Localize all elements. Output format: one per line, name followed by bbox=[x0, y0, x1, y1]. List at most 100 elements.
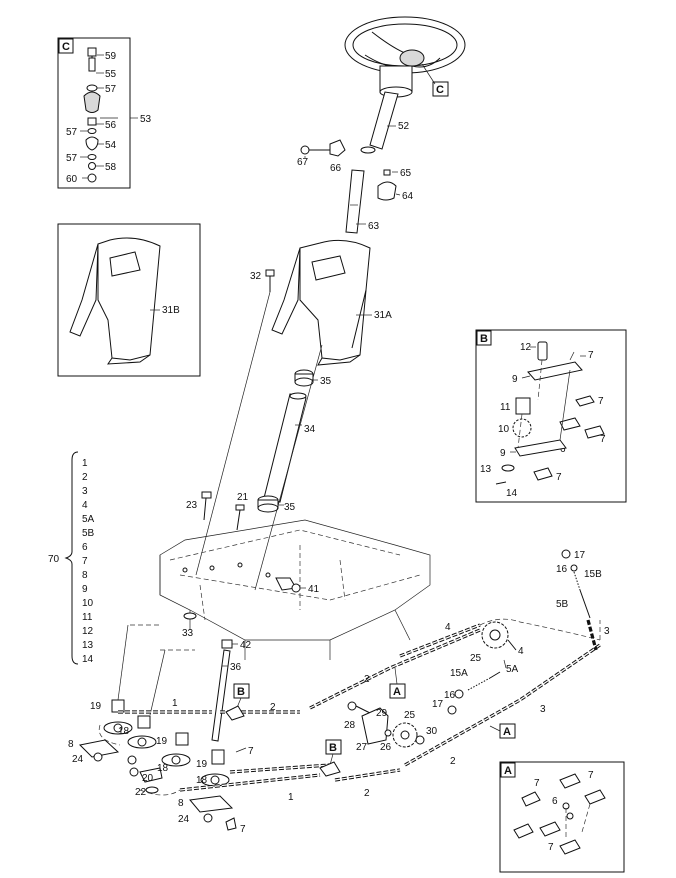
svg-text:8: 8 bbox=[68, 739, 74, 750]
spring-15a: 15A 16 17 bbox=[432, 668, 501, 715]
bolt-32: 32 bbox=[250, 269, 275, 292]
part-41: 41 bbox=[275, 577, 320, 595]
idler-assembly: 28 29 27 26 25 30 bbox=[344, 701, 438, 753]
svg-text:65: 65 bbox=[400, 168, 412, 179]
svg-text:17: 17 bbox=[574, 550, 586, 561]
part-33: 33 bbox=[182, 612, 197, 639]
svg-text:19: 19 bbox=[196, 759, 208, 770]
svg-text:9: 9 bbox=[500, 448, 506, 459]
svg-text:2: 2 bbox=[82, 472, 88, 483]
svg-text:B: B bbox=[329, 742, 337, 754]
svg-text:22: 22 bbox=[135, 787, 147, 798]
washer bbox=[86, 84, 98, 92]
svg-text:7: 7 bbox=[240, 824, 246, 835]
svg-text:13: 13 bbox=[82, 640, 94, 651]
svg-text:7: 7 bbox=[556, 472, 562, 483]
steering-shaft: 52 bbox=[360, 91, 410, 154]
svg-text:36: 36 bbox=[230, 662, 242, 673]
svg-text:63: 63 bbox=[368, 221, 380, 232]
svg-text:21: 21 bbox=[237, 492, 249, 503]
horn-button bbox=[83, 91, 101, 113]
horn-bolt bbox=[88, 57, 96, 72]
svg-text:17: 17 bbox=[432, 699, 444, 710]
svg-text:64: 64 bbox=[402, 191, 414, 202]
column-tube-34: 34 bbox=[263, 392, 316, 503]
svg-text:7: 7 bbox=[248, 746, 254, 757]
svg-text:33: 33 bbox=[182, 628, 194, 639]
svg-text:1: 1 bbox=[82, 458, 88, 469]
wheel-cap bbox=[399, 49, 425, 67]
svg-text:29: 29 bbox=[376, 708, 388, 719]
svg-text:16: 16 bbox=[556, 564, 568, 575]
svg-text:1: 1 bbox=[172, 698, 178, 709]
svg-text:52: 52 bbox=[398, 121, 410, 132]
svg-text:5B: 5B bbox=[82, 528, 95, 539]
svg-text:18: 18 bbox=[157, 763, 169, 774]
svg-text:57: 57 bbox=[66, 153, 78, 164]
svg-text:34: 34 bbox=[304, 424, 316, 435]
svg-text:15A: 15A bbox=[450, 668, 468, 679]
svg-text:59: 59 bbox=[105, 51, 117, 62]
svg-text:10: 10 bbox=[82, 598, 94, 609]
svg-text:12: 12 bbox=[520, 342, 532, 353]
steering-wheel bbox=[344, 16, 466, 98]
svg-text:2: 2 bbox=[450, 756, 456, 767]
svg-text:25: 25 bbox=[404, 710, 416, 721]
hub bbox=[85, 136, 99, 151]
spring-15b: 17 16 15B 5B 3 bbox=[556, 549, 610, 651]
svg-text:7: 7 bbox=[600, 434, 606, 445]
spindle-group-left: 19 18 8 24 20 22 19 18 19 7 18 8 24 7 bbox=[68, 699, 254, 835]
svg-text:B: B bbox=[237, 686, 245, 698]
svg-text:7: 7 bbox=[82, 556, 88, 567]
svg-text:20: 20 bbox=[142, 773, 154, 784]
svg-text:7: 7 bbox=[534, 778, 540, 789]
pivot-42-36: 42 36 bbox=[211, 639, 252, 742]
svg-text:32: 32 bbox=[250, 271, 262, 282]
svg-text:35: 35 bbox=[284, 502, 296, 513]
svg-text:8: 8 bbox=[178, 798, 184, 809]
svg-text:15B: 15B bbox=[584, 569, 602, 580]
svg-text:19: 19 bbox=[90, 701, 102, 712]
svg-text:66: 66 bbox=[330, 163, 342, 174]
detail-b-box: B 12 9 7 11 10 7 7 6 9 7 13 14 bbox=[475, 329, 627, 503]
svg-text:58: 58 bbox=[105, 162, 117, 173]
callout-a-lower: A bbox=[489, 723, 516, 739]
svg-text:12: 12 bbox=[82, 626, 94, 637]
svg-text:3: 3 bbox=[82, 486, 88, 497]
svg-text:13: 13 bbox=[480, 464, 492, 475]
column-bracket-31a: 31A bbox=[271, 239, 392, 366]
svg-text:41: 41 bbox=[308, 584, 320, 595]
svg-text:5B: 5B bbox=[556, 599, 569, 610]
svg-text:16: 16 bbox=[444, 690, 456, 701]
svg-text:28: 28 bbox=[344, 720, 356, 731]
svg-text:27: 27 bbox=[356, 742, 368, 753]
svg-text:7: 7 bbox=[598, 396, 604, 407]
bolts-23-21: 23 21 bbox=[186, 491, 249, 531]
chains: 1 2 2 4 1 2 3 2 bbox=[98, 618, 601, 803]
svg-text:7: 7 bbox=[588, 770, 594, 781]
callout-a-upper: A bbox=[389, 667, 406, 699]
svg-text:3: 3 bbox=[604, 626, 610, 637]
svg-text:9: 9 bbox=[512, 374, 518, 385]
svg-text:31B: 31B bbox=[162, 305, 180, 316]
svg-text:18: 18 bbox=[196, 775, 208, 786]
svg-text:57: 57 bbox=[66, 127, 78, 138]
callout-b-upper: B bbox=[225, 683, 250, 721]
lower-shaft: 63 bbox=[345, 169, 380, 234]
bushing-35-top: 35 bbox=[294, 369, 332, 387]
svg-text:53: 53 bbox=[140, 114, 152, 125]
svg-text:A: A bbox=[504, 765, 512, 777]
detail-31b-box: 31B bbox=[57, 223, 201, 377]
svg-text:2: 2 bbox=[364, 788, 370, 799]
detail-a-box: A 7 7 6 7 bbox=[499, 761, 625, 873]
svg-text:8: 8 bbox=[82, 570, 88, 581]
svg-text:35: 35 bbox=[320, 376, 332, 387]
svg-text:4: 4 bbox=[445, 622, 451, 633]
svg-text:18: 18 bbox=[118, 726, 130, 737]
svg-text:23: 23 bbox=[186, 500, 198, 511]
spacer bbox=[87, 117, 97, 126]
svg-text:60: 60 bbox=[66, 174, 78, 185]
callout-c: C bbox=[421, 63, 449, 97]
svg-text:56: 56 bbox=[105, 120, 117, 131]
